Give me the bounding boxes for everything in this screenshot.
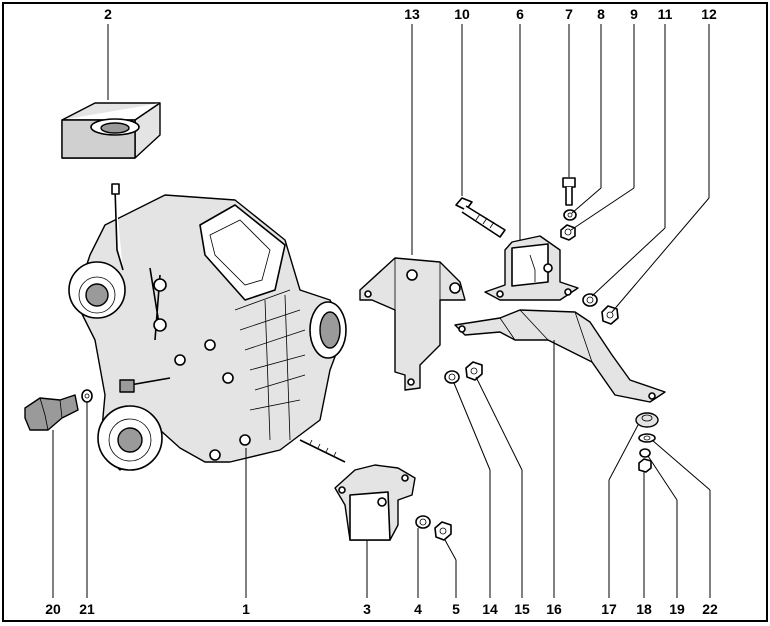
callout-13: 13 (404, 6, 420, 22)
part-20-sensor (24, 394, 79, 431)
callout-16: 16 (546, 601, 562, 617)
part-3-lower-mount (334, 464, 416, 541)
callout-20: 20 (45, 601, 61, 617)
callout-5: 5 (452, 601, 460, 617)
part-2-rubber-pad (61, 102, 161, 159)
callout-9: 9 (630, 6, 638, 22)
part-9-nut (560, 224, 576, 241)
part-15-nut (465, 361, 483, 381)
part-10-bolt (455, 197, 506, 238)
part-16-crossmember (454, 309, 666, 403)
part-22-washer (638, 433, 656, 443)
callout-11: 11 (658, 6, 673, 22)
part-6-upper-mount (484, 235, 579, 301)
leader-lines (52, 24, 711, 598)
part-19-washer (639, 448, 651, 458)
callout-18: 18 (636, 601, 652, 617)
callout-10: 10 (454, 6, 470, 22)
callout-2: 2 (104, 6, 112, 22)
callout-14: 14 (482, 601, 498, 617)
part-12-nut (601, 305, 619, 325)
callout-7: 7 (565, 6, 573, 22)
part-1-transfer-case (68, 183, 347, 471)
part-18-nut (638, 458, 652, 473)
callout-1: 1 (242, 601, 250, 617)
part-14-washer (444, 370, 460, 384)
callout-3: 3 (363, 601, 371, 617)
part-13-bracket (359, 257, 466, 391)
callout-17: 17 (601, 601, 617, 617)
part-7-bolt (562, 177, 576, 206)
part-21-washer (81, 389, 93, 403)
callout-6: 6 (516, 6, 524, 22)
part-11-nut (582, 293, 598, 307)
callout-22: 22 (702, 601, 718, 617)
part-17-rubber-bush (635, 412, 659, 428)
callout-19: 19 (669, 601, 685, 617)
callout-15: 15 (514, 601, 530, 617)
part-5-nut (434, 521, 452, 541)
callout-21: 21 (79, 601, 95, 617)
part-4-washer (415, 515, 431, 529)
callout-8: 8 (597, 6, 605, 22)
callout-4: 4 (414, 601, 422, 617)
callout-12: 12 (701, 6, 717, 22)
